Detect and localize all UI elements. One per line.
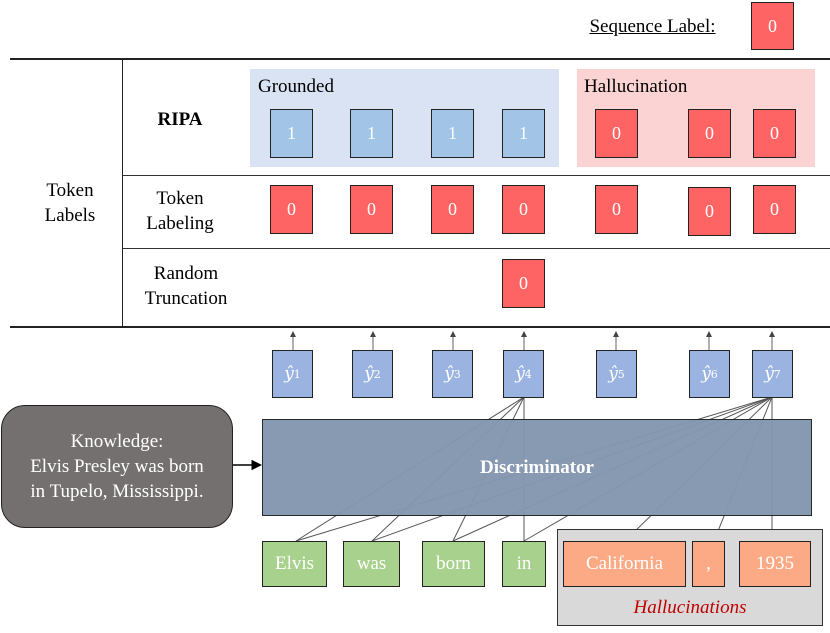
row-divider-2 (123, 248, 830, 249)
knowledge-box: Knowledge: Elvis Presley was born in Tup… (1, 405, 233, 528)
token-labeling-box: 0 (688, 187, 731, 236)
table-column-divider (122, 58, 123, 326)
row-divider-1 (123, 175, 830, 176)
random-truncation-box: 0 (502, 259, 545, 308)
token-labeling-box: 0 (431, 185, 474, 234)
ripa-label-box: 1 (270, 109, 313, 158)
ripa-label-box: 1 (350, 109, 393, 158)
knowledge-line-2: in Tupelo, Mississippi. (30, 481, 204, 502)
prediction-arrows (290, 331, 775, 350)
ripa-label-box: 0 (753, 109, 796, 158)
knowledge-line-1: Elvis Presley was born (30, 456, 204, 477)
token-box: Elvis (262, 541, 327, 587)
table-top-rule (10, 58, 830, 60)
discriminator-block: Discriminator (262, 419, 812, 516)
token-box: California (563, 541, 686, 587)
token-box: 1935 (739, 541, 811, 587)
token-labeling-row-label: Token Labeling (146, 188, 214, 234)
token-box: was (343, 541, 400, 587)
ripa-row-label: RIPA (157, 109, 203, 130)
sequence-label-caption: Sequence Label: (589, 16, 716, 37)
token-labeling-box: 0 (270, 185, 313, 234)
sequence-label-box: 0 (751, 2, 794, 50)
token-labeling-box: 0 (595, 185, 638, 234)
token-labeling-box: 0 (350, 185, 393, 234)
ripa-label-box: 0 (688, 109, 731, 158)
table-bottom-rule (10, 326, 830, 328)
token-labeling-box: 0 (753, 185, 796, 234)
hallucinations-caption: Hallucinations (633, 597, 747, 618)
token-box: born (422, 541, 485, 587)
token-labels-heading: Token Labels (44, 180, 96, 226)
token-labeling-box: 0 (502, 185, 545, 234)
ripa-label-box: 1 (502, 109, 545, 158)
hallucination-title: Hallucination (584, 76, 688, 97)
token-box: in (502, 541, 546, 587)
random-truncation-row-label: Random Truncation (144, 263, 228, 309)
ripa-label-box: 1 (431, 109, 474, 158)
grounded-title: Grounded (258, 76, 334, 97)
ripa-label-box: 0 (595, 109, 638, 158)
token-box: , (692, 541, 725, 587)
knowledge-title: Knowledge: (70, 431, 164, 452)
